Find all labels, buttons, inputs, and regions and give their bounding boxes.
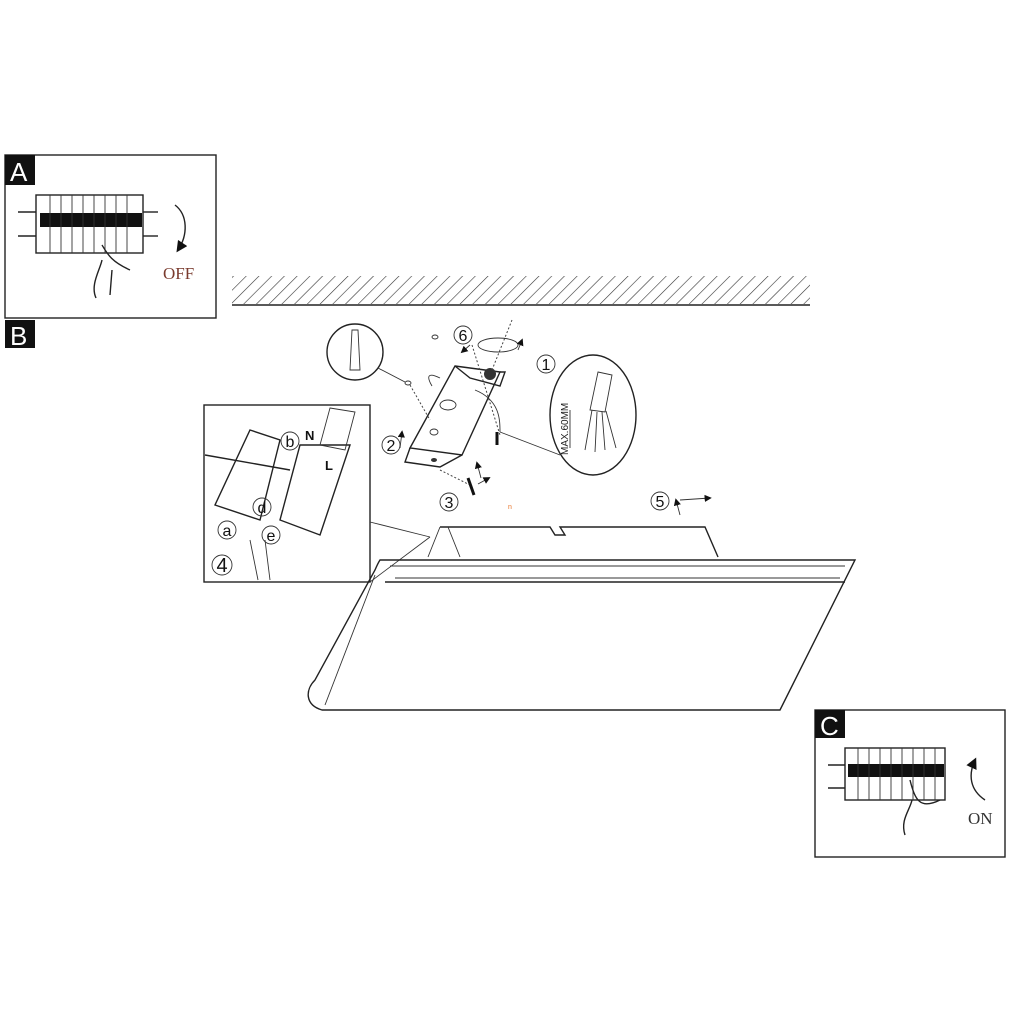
cable-strip-length: MAX.60MM [560,403,571,455]
cable-callout: MAX.60MM [549,354,637,476]
arrow-down-icon [174,204,188,253]
step-4: 4 [216,555,227,577]
step-5: 5 [656,494,665,511]
panel-a-switch-off: A OFF [4,154,217,319]
panel-c-label-box [815,710,845,738]
terminal-n: N [305,428,314,443]
wiring-step-a: a [223,523,232,540]
terminal-l: L [325,458,333,473]
screw-icon-2 [466,477,476,496]
screwdriver-icon [204,454,291,471]
ceiling-lamp [307,526,857,711]
panel-c-switch-on: C ON [814,709,1006,858]
wiring-inset: b a d e N L [203,404,431,583]
circuit-breaker-icon [18,194,158,254]
wiring-step-e: e [267,528,276,545]
panel-a-label-box [5,155,35,185]
wiring-step-d: d [258,500,267,517]
step-numbers: 1 2 3 4 5 6 [211,325,670,577]
panel-b-label-box [5,320,35,348]
wall-plug-callout [326,323,439,386]
mounting-bracket [397,319,561,496]
hand-icon-c [903,779,941,836]
arrow-up-icon [966,757,986,801]
ceiling [232,276,810,306]
panel-b-label: B [10,321,27,351]
on-text: ON [968,809,993,828]
step-1: 1 [542,357,551,374]
rotate-arrow-icon [477,337,519,353]
stray-mark: n [508,504,512,511]
step-2: 2 [387,438,396,455]
hand-icon [93,244,131,299]
wiring-step-b: b [286,434,295,451]
step-6: 6 [459,328,468,345]
circuit-breaker-icon-c [828,747,946,801]
panel-c-label: C [820,711,839,741]
panel-a-label: A [10,157,28,187]
off-text: OFF [163,264,194,283]
step-3: 3 [445,495,454,512]
